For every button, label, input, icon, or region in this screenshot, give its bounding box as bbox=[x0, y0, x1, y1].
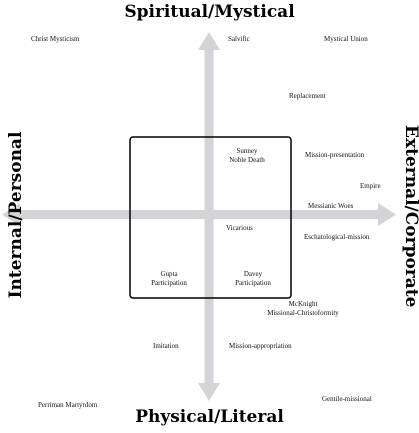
label-mystical-union: Mystical Union bbox=[324, 35, 368, 43]
axis-title-left: Internal/Personal bbox=[6, 131, 26, 299]
label-messianic-woes: Messianic Woes bbox=[308, 202, 354, 210]
label-gupta-view: Participation bbox=[151, 279, 187, 287]
label-davey: Davey Participation bbox=[224, 270, 282, 288]
label-empire: Empire bbox=[360, 182, 381, 190]
label-mcknight: McKnight Missional-Christoformity bbox=[258, 300, 348, 318]
label-salvific: Salvific bbox=[228, 35, 250, 43]
label-vicarious: Vicarious bbox=[226, 224, 253, 232]
axis-title-bottom: Physical/Literal bbox=[135, 407, 284, 427]
label-imitation: Imitation bbox=[153, 342, 179, 350]
label-gupta-name: Gupta bbox=[160, 270, 178, 278]
label-mission-appropriation: Mission-appropriation bbox=[229, 342, 292, 350]
left-arrowhead bbox=[2, 203, 20, 226]
axis-title-top: Spiritual/Mystical bbox=[124, 2, 295, 22]
label-sunney: Sunney Noble Death bbox=[214, 147, 280, 165]
axis-title-right: External/Corporate bbox=[401, 125, 419, 308]
label-gentile-missional: Gentile-missional bbox=[322, 395, 372, 403]
label-gupta: Gupta Participation bbox=[140, 270, 198, 288]
label-mcknight-name: McKnight bbox=[288, 300, 318, 308]
label-christ-mysticism: Christ Mysticism bbox=[31, 35, 80, 43]
label-replacement: Replacement bbox=[289, 92, 326, 100]
label-davey-view: Participation bbox=[235, 279, 271, 287]
down-arrowhead bbox=[198, 383, 220, 401]
up-arrowhead bbox=[198, 32, 220, 50]
label-sunney-name: Sunney bbox=[236, 147, 258, 155]
right-arrowhead bbox=[378, 203, 396, 226]
label-mission-presentation: Mission-presentation bbox=[305, 151, 365, 159]
central-box bbox=[129, 136, 292, 299]
label-perriman-martyrdom: Perriman Martyrdom bbox=[38, 401, 98, 409]
label-sunney-view: Noble Death bbox=[229, 156, 265, 164]
label-davey-name: Davey bbox=[243, 270, 263, 278]
horizontal-axis-shaft bbox=[16, 210, 390, 219]
label-mcknight-view: Missional-Christoformity bbox=[267, 309, 339, 317]
label-eschatological-mission: Eschatological-mission bbox=[304, 233, 370, 241]
